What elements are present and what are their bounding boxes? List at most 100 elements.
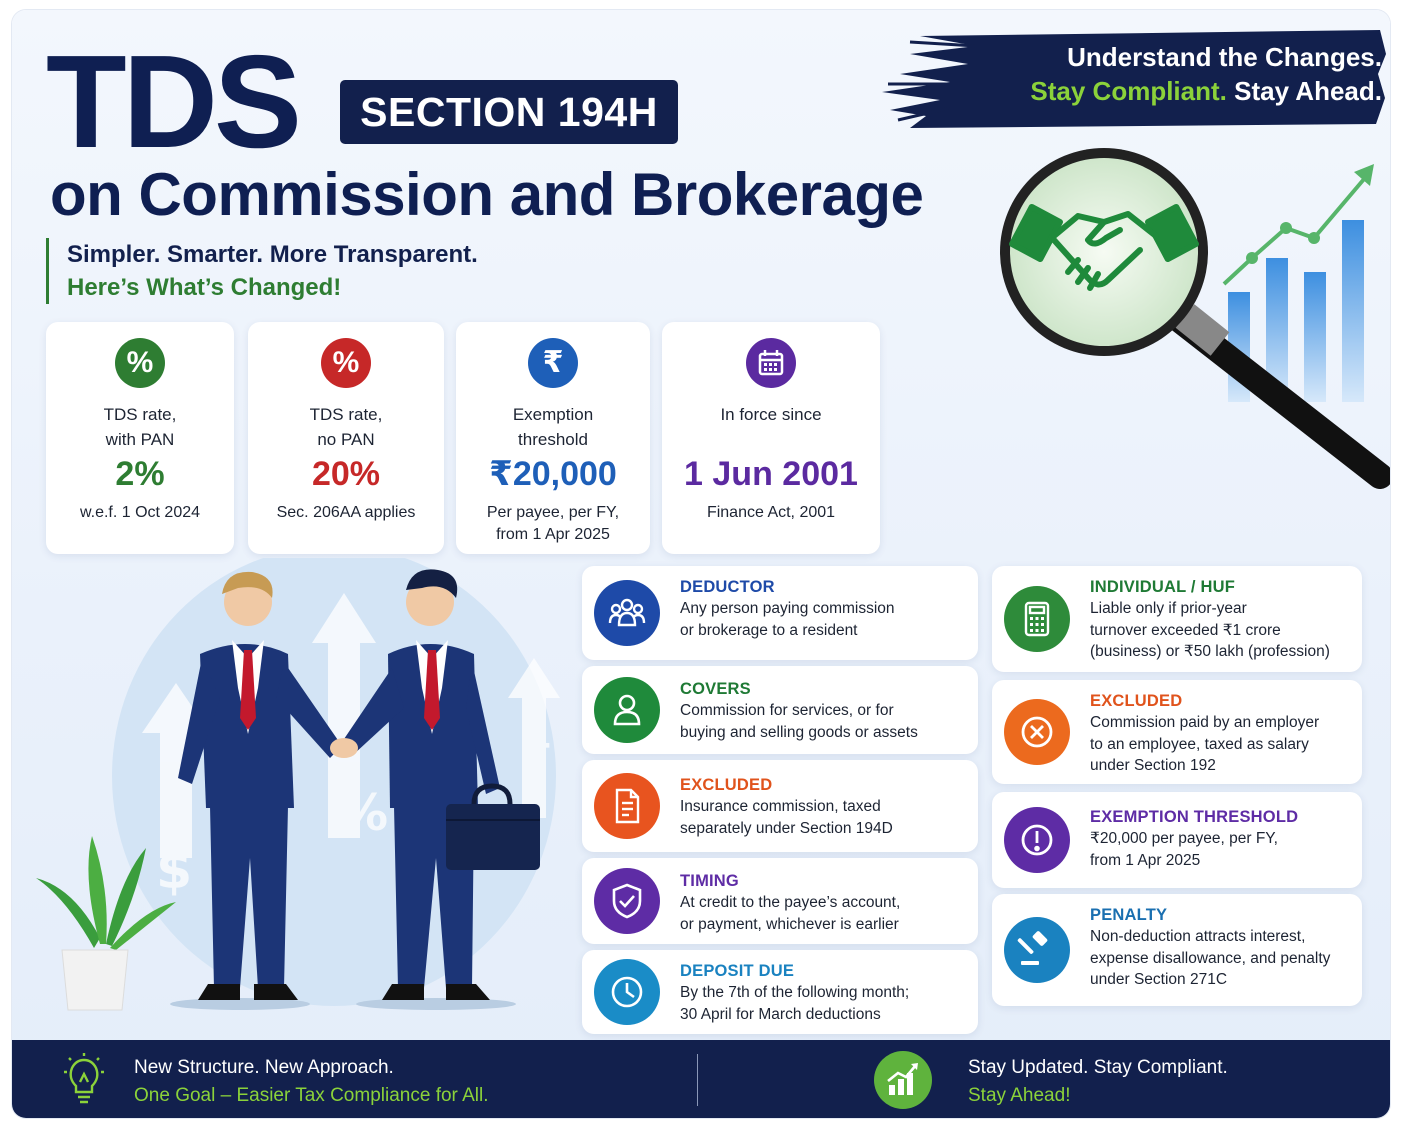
footer-left-text: New Structure. New Approach. One Goal – … xyxy=(134,1054,489,1110)
footer-left-line1: New Structure. New Approach. xyxy=(134,1057,394,1078)
card-body-line: Insurance commission, taxed xyxy=(680,798,881,815)
card-body-line: Commission for services, or for xyxy=(680,702,894,719)
stat-card-rate-no-pan: % TDS rate,no PAN 20% Sec. 206AA applies xyxy=(248,322,444,554)
card-body-line: Liable only if prior-year xyxy=(1090,600,1247,617)
card-heading: DEPOSIT DUE xyxy=(680,962,795,980)
tagline-line1: Simpler. Smarter. More Transparent. xyxy=(67,241,478,268)
info-card-excluded-employee: EXCLUDED Commission paid by an employer … xyxy=(992,680,1362,784)
info-card-excluded-insurance: EXCLUDED Insurance commission, taxed sep… xyxy=(582,760,978,852)
section-badge: SECTION 194H xyxy=(340,80,678,144)
card-heading: EXCLUDED xyxy=(1090,692,1183,710)
clock-icon xyxy=(594,959,660,1025)
gavel-icon xyxy=(1004,917,1070,983)
info-card-exemption-threshold: EXEMPTION THRESHOLD ₹20,000 per payee, p… xyxy=(992,792,1362,888)
info-card-timing: TIMING At credit to the payee’s account,… xyxy=(582,858,978,944)
info-card-penalty: PENALTY Non-deduction attracts interest,… xyxy=(992,894,1362,1006)
briefcase-icon xyxy=(446,783,540,870)
card-body-line: Non-deduction attracts interest, xyxy=(1090,928,1306,945)
stat-label: TDS rate,with PAN xyxy=(103,405,177,449)
svg-text:%: % xyxy=(338,784,388,842)
footer-right-line2: Stay Ahead! xyxy=(968,1085,1071,1106)
person-icon xyxy=(594,677,660,743)
card-body-line: expense disallowance, and penalty xyxy=(1090,949,1331,967)
card-body-line: buying and selling goods or assets xyxy=(680,723,918,741)
shield-check-icon xyxy=(594,868,660,934)
info-card-deductor: DEDUCTOR Any person paying commission or… xyxy=(582,566,978,660)
stat-value: 2% xyxy=(115,455,165,493)
rupee-icon: ₹ xyxy=(528,338,578,388)
stat-label: In force since xyxy=(720,405,822,424)
svg-text:+: + xyxy=(520,722,554,768)
growth-bar xyxy=(1266,258,1288,402)
banner-text: Understand the Changes. Stay Compliant. … xyxy=(972,40,1382,108)
card-body-line: from 1 Apr 2025 xyxy=(1090,851,1201,869)
card-body-line: (business) or ₹50 lakh (profession) xyxy=(1090,643,1330,660)
card-heading: COVERS xyxy=(680,680,751,698)
banner-accent: Stay Compliant. xyxy=(1030,76,1227,106)
stat-note: w.e.f. 1 Oct 2024 xyxy=(79,504,201,521)
card-heading: DEDUCTOR xyxy=(680,578,775,596)
stat-note: Per payee, per FY,from 1 Apr 2025 xyxy=(486,504,620,543)
footer-left-line2: One Goal – Easier Tax Compliance for All… xyxy=(134,1085,489,1106)
lightbulb-icon xyxy=(64,1053,104,1104)
card-body-line: separately under Section 194D xyxy=(680,819,893,837)
card-body-line: Commission paid by an employer xyxy=(1090,714,1320,731)
calendar-icon xyxy=(746,338,796,388)
card-body-line: turnover exceeded ₹1 crore xyxy=(1090,621,1281,639)
card-body-line: under Section 271C xyxy=(1090,971,1228,988)
brush-stroke-banner xyxy=(882,30,1386,128)
infographic-frame: TDS SECTION 194H on Commission and Broke… xyxy=(12,10,1390,1118)
card-body-line: At credit to the payee’s account, xyxy=(680,894,901,911)
footer-right-text: Stay Updated. Stay Compliant. Stay Ahead… xyxy=(968,1054,1228,1110)
banner-rest: Stay Ahead. xyxy=(1234,76,1382,106)
card-body-line: ₹20,000 per payee, per FY, xyxy=(1090,830,1278,847)
footer-divider xyxy=(697,1054,698,1106)
info-card-individual-huf: INDIVIDUAL / HUF Liable only if prior-ye… xyxy=(992,566,1362,672)
handshake-icon xyxy=(1009,203,1199,291)
banner-line2: Stay Compliant. Stay Ahead. xyxy=(972,74,1382,108)
exclamation-icon xyxy=(1004,807,1070,873)
card-heading: EXCLUDED xyxy=(680,776,773,794)
percent-icon: % xyxy=(115,338,165,388)
footer-bar: New Structure. New Approach. One Goal – … xyxy=(12,1040,1390,1118)
x-circle-icon xyxy=(1004,699,1070,765)
stat-card-in-force: In force since 1 Jun 2001 Finance Act, 2… xyxy=(662,322,880,554)
banner-line1: Understand the Changes. xyxy=(1067,42,1382,72)
percent-icon: % xyxy=(321,338,371,388)
page-subtitle: on Commission and Brokerage xyxy=(50,161,924,228)
tagline: Simpler. Smarter. More Transparent. Here… xyxy=(46,238,478,304)
card-body-line: to an employee, taxed as salary xyxy=(1090,735,1309,753)
card-heading: INDIVIDUAL / HUF xyxy=(1090,578,1235,596)
card-body-line: 30 April for March deductions xyxy=(680,1005,881,1023)
card-body-line: or payment, whichever is earlier xyxy=(680,915,899,933)
title-tds: TDS xyxy=(46,28,302,175)
stat-value: ₹20,000 xyxy=(489,455,617,493)
card-body-line: By the 7th of the following month; xyxy=(680,984,910,1001)
growth-chart-icon xyxy=(874,1051,932,1109)
svg-text:$: $ xyxy=(156,841,192,901)
stat-value: 1 Jun 2001 xyxy=(684,455,858,493)
stat-value: 20% xyxy=(311,455,381,493)
card-body-line: Any person paying commission xyxy=(680,600,895,617)
info-card-deposit-due: DEPOSIT DUE By the 7th of the following … xyxy=(582,950,978,1034)
arrow-up-icon xyxy=(1354,164,1374,186)
businessmen-handshake-illustration: $ % + xyxy=(36,558,560,1011)
stat-note: Sec. 206AA applies xyxy=(276,504,416,521)
footer-right-line1: Stay Updated. Stay Compliant. xyxy=(968,1057,1228,1078)
card-heading: TIMING xyxy=(680,872,739,890)
card-body-line: under Section 192 xyxy=(1090,757,1216,774)
magnifier-growth-illustration xyxy=(1000,148,1390,489)
card-heading: PENALTY xyxy=(1090,906,1168,924)
stat-label: TDS rate,no PAN xyxy=(309,405,383,449)
calculator-icon xyxy=(1004,586,1070,652)
stat-note: Finance Act, 2001 xyxy=(706,504,836,521)
info-card-covers: COVERS Commission for services, or for b… xyxy=(582,666,978,754)
document-icon xyxy=(594,773,660,839)
businessman-right xyxy=(342,569,540,1010)
people-icon xyxy=(594,580,660,646)
growth-bar xyxy=(1304,272,1326,402)
tagline-line2: Here’s What’s Changed! xyxy=(67,274,342,301)
card-heading: EXEMPTION THRESHOLD xyxy=(1090,808,1299,826)
